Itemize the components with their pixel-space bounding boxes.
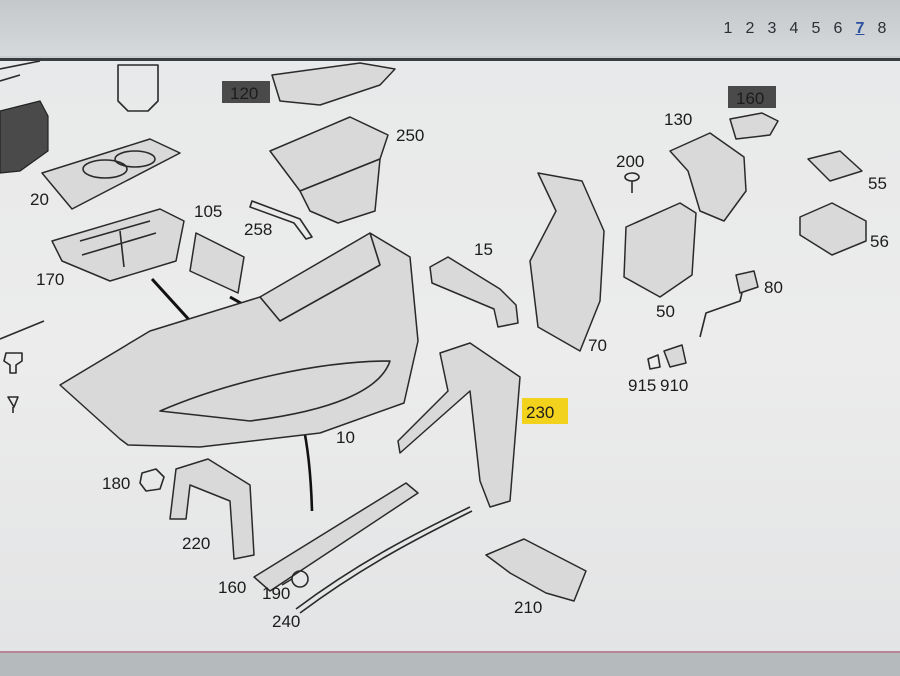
- page-link-1[interactable]: 1: [723, 20, 733, 37]
- bottom-border: [0, 651, 900, 653]
- label-250: 250: [396, 126, 424, 145]
- page-link-5[interactable]: 5: [811, 20, 821, 37]
- part-170-cupholder[interactable]: [51, 208, 185, 282]
- part-180-nut[interactable]: [139, 468, 165, 492]
- part-55-tray[interactable]: [807, 150, 863, 182]
- leader-line-left: [0, 320, 45, 340]
- part-15-bracket[interactable]: [429, 256, 519, 328]
- label-915: 915: [628, 376, 656, 395]
- part-220-bracket[interactable]: [169, 458, 255, 560]
- label-80: 80: [764, 278, 783, 297]
- part-clip-left: [3, 352, 23, 413]
- exploded-parts-diagram: 20 120 250 258 105 170: [0, 61, 889, 631]
- part-clip-top: [117, 64, 159, 112]
- part-fragment-left-dark: [0, 100, 49, 174]
- label-200: 200: [616, 152, 644, 171]
- part-258-strip[interactable]: [249, 200, 313, 240]
- part-130-bracket[interactable]: [669, 132, 747, 222]
- part-80-connector[interactable]: [699, 270, 759, 338]
- part-120-lid[interactable]: [271, 62, 396, 106]
- part-910-plug[interactable]: [663, 344, 687, 368]
- label-20: 20: [30, 190, 49, 209]
- page-link-8[interactable]: 8: [877, 20, 887, 37]
- label-210: 210: [514, 598, 542, 617]
- page-link-2[interactable]: 2: [745, 20, 755, 37]
- label-220: 220: [182, 534, 210, 553]
- label-170: 170: [36, 270, 64, 289]
- part-250-bin[interactable]: [269, 116, 389, 224]
- part-70-side-panel[interactable]: [529, 172, 605, 352]
- cut-off-part-topleft: [0, 61, 41, 82]
- label-10: 10: [336, 428, 355, 447]
- page-link-7-active[interactable]: 7: [855, 20, 865, 37]
- part-210-mount[interactable]: [485, 538, 587, 602]
- label-160: 160: [218, 578, 246, 597]
- top-toolbar: 1 2 3 4 5 6 7 8: [0, 0, 900, 56]
- tag-230-highlight: [522, 398, 568, 424]
- label-230: 230: [526, 403, 554, 422]
- label-105: 105: [194, 202, 222, 221]
- part-190-bolt[interactable]: [281, 570, 309, 588]
- part-50-module[interactable]: [623, 202, 697, 298]
- part-200-screw[interactable]: [624, 172, 640, 193]
- label-130: 130: [664, 110, 692, 129]
- part-160-rail[interactable]: [253, 482, 419, 592]
- frame-border: [0, 58, 900, 61]
- page-link-3[interactable]: 3: [767, 20, 777, 37]
- label-190: 190: [262, 584, 290, 603]
- bottom-bezel: [0, 653, 900, 676]
- label-160-top: 160: [736, 89, 764, 108]
- label-15: 15: [474, 240, 493, 259]
- label-180: 180: [102, 474, 130, 493]
- label-910: 910: [660, 376, 688, 395]
- part-20-tray[interactable]: [41, 138, 181, 210]
- part-10-center-console[interactable]: [59, 232, 419, 448]
- tag-120-background: [222, 81, 270, 103]
- page-link-4[interactable]: 4: [789, 20, 799, 37]
- part-240-trim-strip[interactable]: [295, 506, 471, 610]
- label-258: 258: [244, 220, 272, 239]
- tag-160-background: [728, 86, 776, 108]
- label-56: 56: [870, 232, 889, 251]
- label-50: 50: [656, 302, 675, 321]
- part-56-bin[interactable]: [799, 202, 867, 256]
- label-120: 120: [230, 84, 258, 103]
- page-link-6[interactable]: 6: [833, 20, 843, 37]
- part-240-trim-strip-edge: [299, 510, 473, 614]
- part-105-panel[interactable]: [189, 232, 245, 294]
- part-915-clip[interactable]: [647, 354, 661, 370]
- part-230-support-frame[interactable]: [397, 342, 521, 508]
- label-55: 55: [868, 174, 887, 193]
- label-70: 70: [588, 336, 607, 355]
- label-240: 240: [272, 612, 300, 631]
- page-navigation: 1 2 3 4 5 6 7 8: [722, 20, 888, 38]
- parts-diagram-canvas: 20 120 250 258 105 170: [0, 61, 900, 651]
- part-160-small-cover[interactable]: [729, 112, 779, 140]
